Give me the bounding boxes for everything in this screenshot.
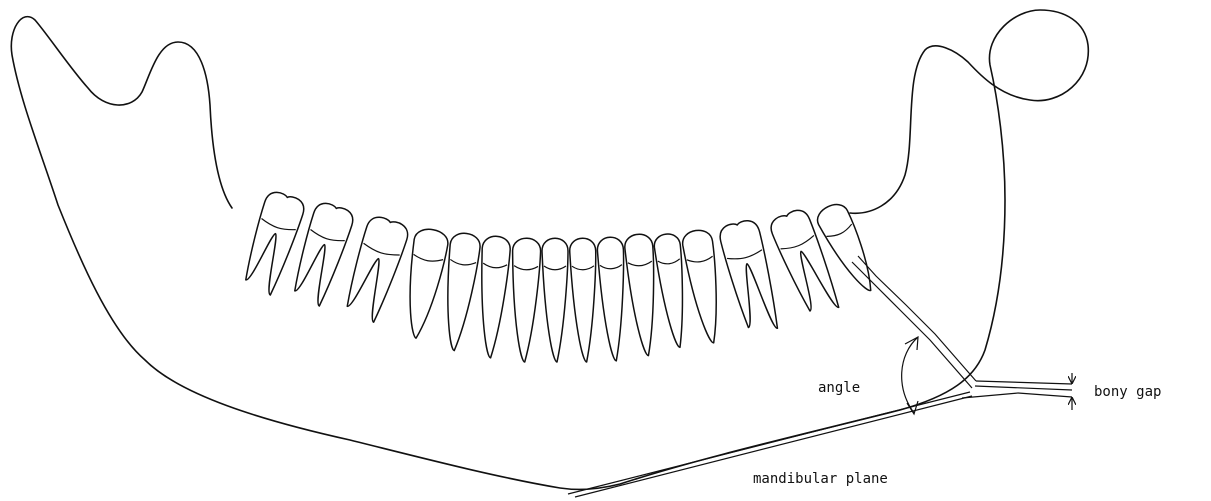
tooth-shape [509, 238, 541, 363]
tooth-shape [542, 238, 568, 362]
tooth-shape [569, 238, 597, 362]
angle-arc [902, 337, 918, 413]
angle-label: angle [818, 380, 860, 396]
tooth-shape [681, 228, 727, 345]
tooth-shape [597, 237, 627, 362]
gap-lower-line-2 [1018, 393, 1072, 397]
gap-upper-line [976, 381, 1072, 384]
mandibular-plane-label: mandibular plane [753, 471, 888, 487]
gap-lower-line [975, 386, 1072, 390]
tooth-shape [475, 235, 511, 358]
tooth [681, 228, 727, 345]
tooth [475, 235, 511, 358]
tooth [509, 238, 541, 363]
tooth [569, 238, 597, 362]
tooth [542, 238, 568, 362]
bony-gap-label: bony gap [1094, 384, 1161, 400]
drill-track-inner [858, 256, 976, 381]
tooth [597, 237, 627, 362]
teeth-row [238, 189, 883, 362]
gap-join-line [962, 393, 1018, 398]
